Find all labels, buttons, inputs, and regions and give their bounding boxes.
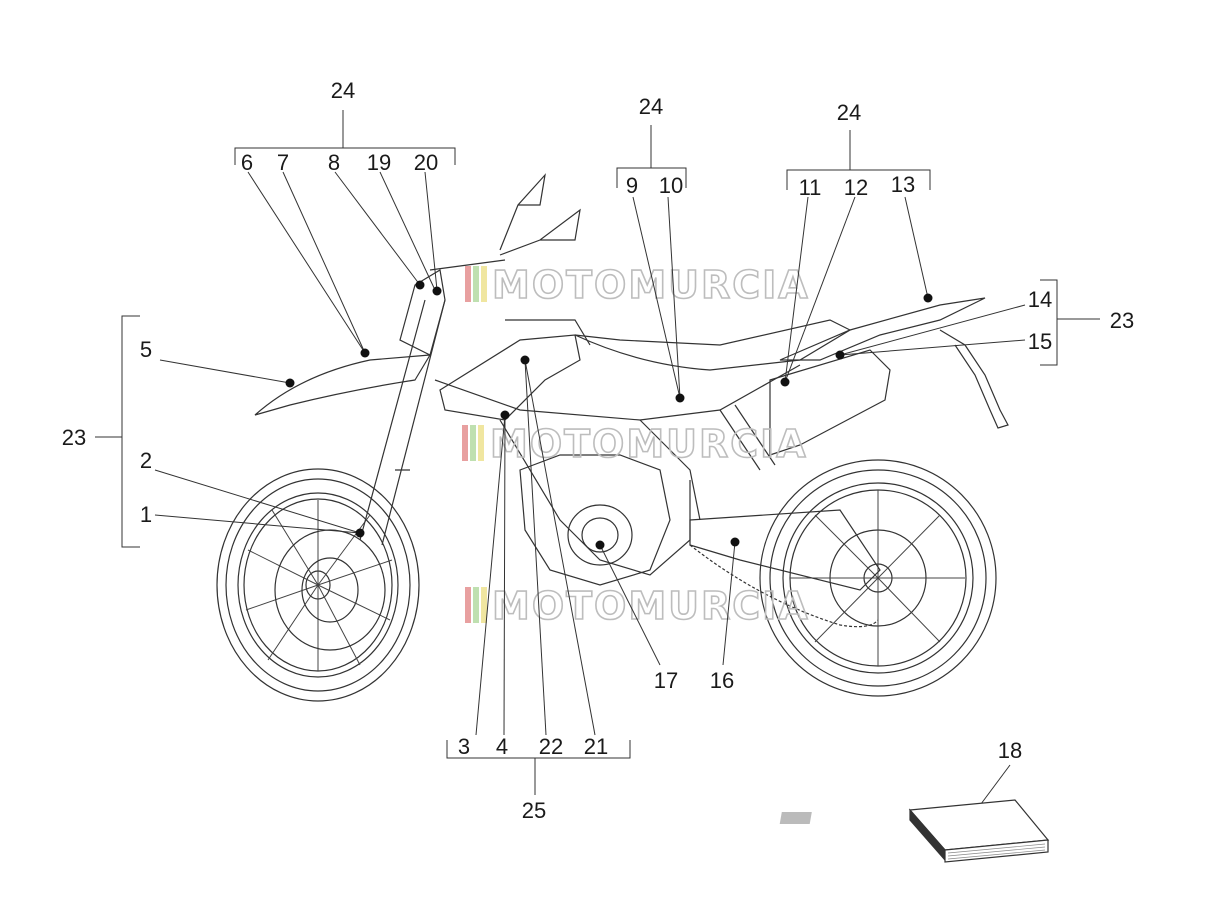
- watermark-3: MOTOMURCIA: [465, 583, 810, 629]
- callout-13: 13: [891, 172, 915, 197]
- watermark-1: MOTOMURCIA: [465, 262, 810, 308]
- watermark-text: MOTOMURCIA: [492, 263, 810, 307]
- callout-1: 1: [140, 502, 152, 527]
- watermark-text: MOTOMURCIA: [492, 584, 810, 628]
- callout-4: 4: [496, 734, 508, 759]
- callout-22: 22: [539, 734, 563, 759]
- manual-booklet-icon: [779, 799, 1050, 863]
- callout-7: 7: [277, 150, 289, 175]
- callout-20: 20: [414, 150, 438, 175]
- callout-16: 16: [710, 668, 734, 693]
- callout-24-right: 24: [837, 100, 861, 125]
- callout-24-middle: 24: [639, 94, 663, 119]
- watermark-2: MOTOMURCIA: [462, 421, 808, 467]
- callout-18: 18: [998, 738, 1022, 763]
- dot-5: [285, 378, 295, 388]
- dot-17: [595, 540, 605, 550]
- callout-9: 9: [626, 173, 638, 198]
- callout-10: 10: [659, 173, 683, 198]
- callout-12: 12: [844, 175, 868, 200]
- callout-14: 14: [1028, 287, 1052, 312]
- leader-lines: [154, 171, 1026, 813]
- callout-19: 19: [367, 150, 391, 175]
- dot-11-12: [780, 377, 790, 387]
- callout-8: 8: [328, 150, 340, 175]
- brackets: [95, 110, 1100, 795]
- callout-6: 6: [241, 150, 253, 175]
- dot-6-7: [360, 348, 370, 358]
- callout-11: 11: [799, 175, 822, 200]
- callout-3: 3: [458, 734, 470, 759]
- callout-labels: 24 6 7 8 19 20 24 9 10 24 11 12 13 14 15…: [62, 78, 1134, 823]
- dot-3-4: [500, 410, 510, 420]
- callout-15: 15: [1028, 329, 1052, 354]
- watermark-text: MOTOMURCIA: [490, 422, 808, 466]
- callout-2: 2: [140, 448, 152, 473]
- dot-14-15: [835, 350, 845, 360]
- dot-19-20: [432, 286, 442, 296]
- callout-24-top-left: 24: [331, 78, 355, 103]
- callout-23-left: 23: [62, 425, 86, 450]
- front-wheel: [216, 468, 420, 702]
- rear-wheel: [759, 459, 997, 697]
- callout-21: 21: [584, 734, 608, 759]
- callout-23-right: 23: [1110, 308, 1134, 333]
- dot-1-2: [355, 528, 365, 538]
- watermark-group: MOTOMURCIA MOTOMURCIA MOTOMURCIA: [462, 262, 810, 629]
- callout-dots: [285, 280, 933, 550]
- dot-13: [923, 293, 933, 303]
- dot-9-10: [675, 393, 685, 403]
- dot-8: [415, 280, 425, 290]
- dot-21-22: [520, 355, 530, 365]
- callout-5: 5: [140, 337, 152, 362]
- dot-16: [730, 537, 740, 547]
- callout-25: 25: [522, 798, 546, 823]
- motorcycle-drawing: [216, 173, 1009, 702]
- callout-17: 17: [654, 668, 678, 693]
